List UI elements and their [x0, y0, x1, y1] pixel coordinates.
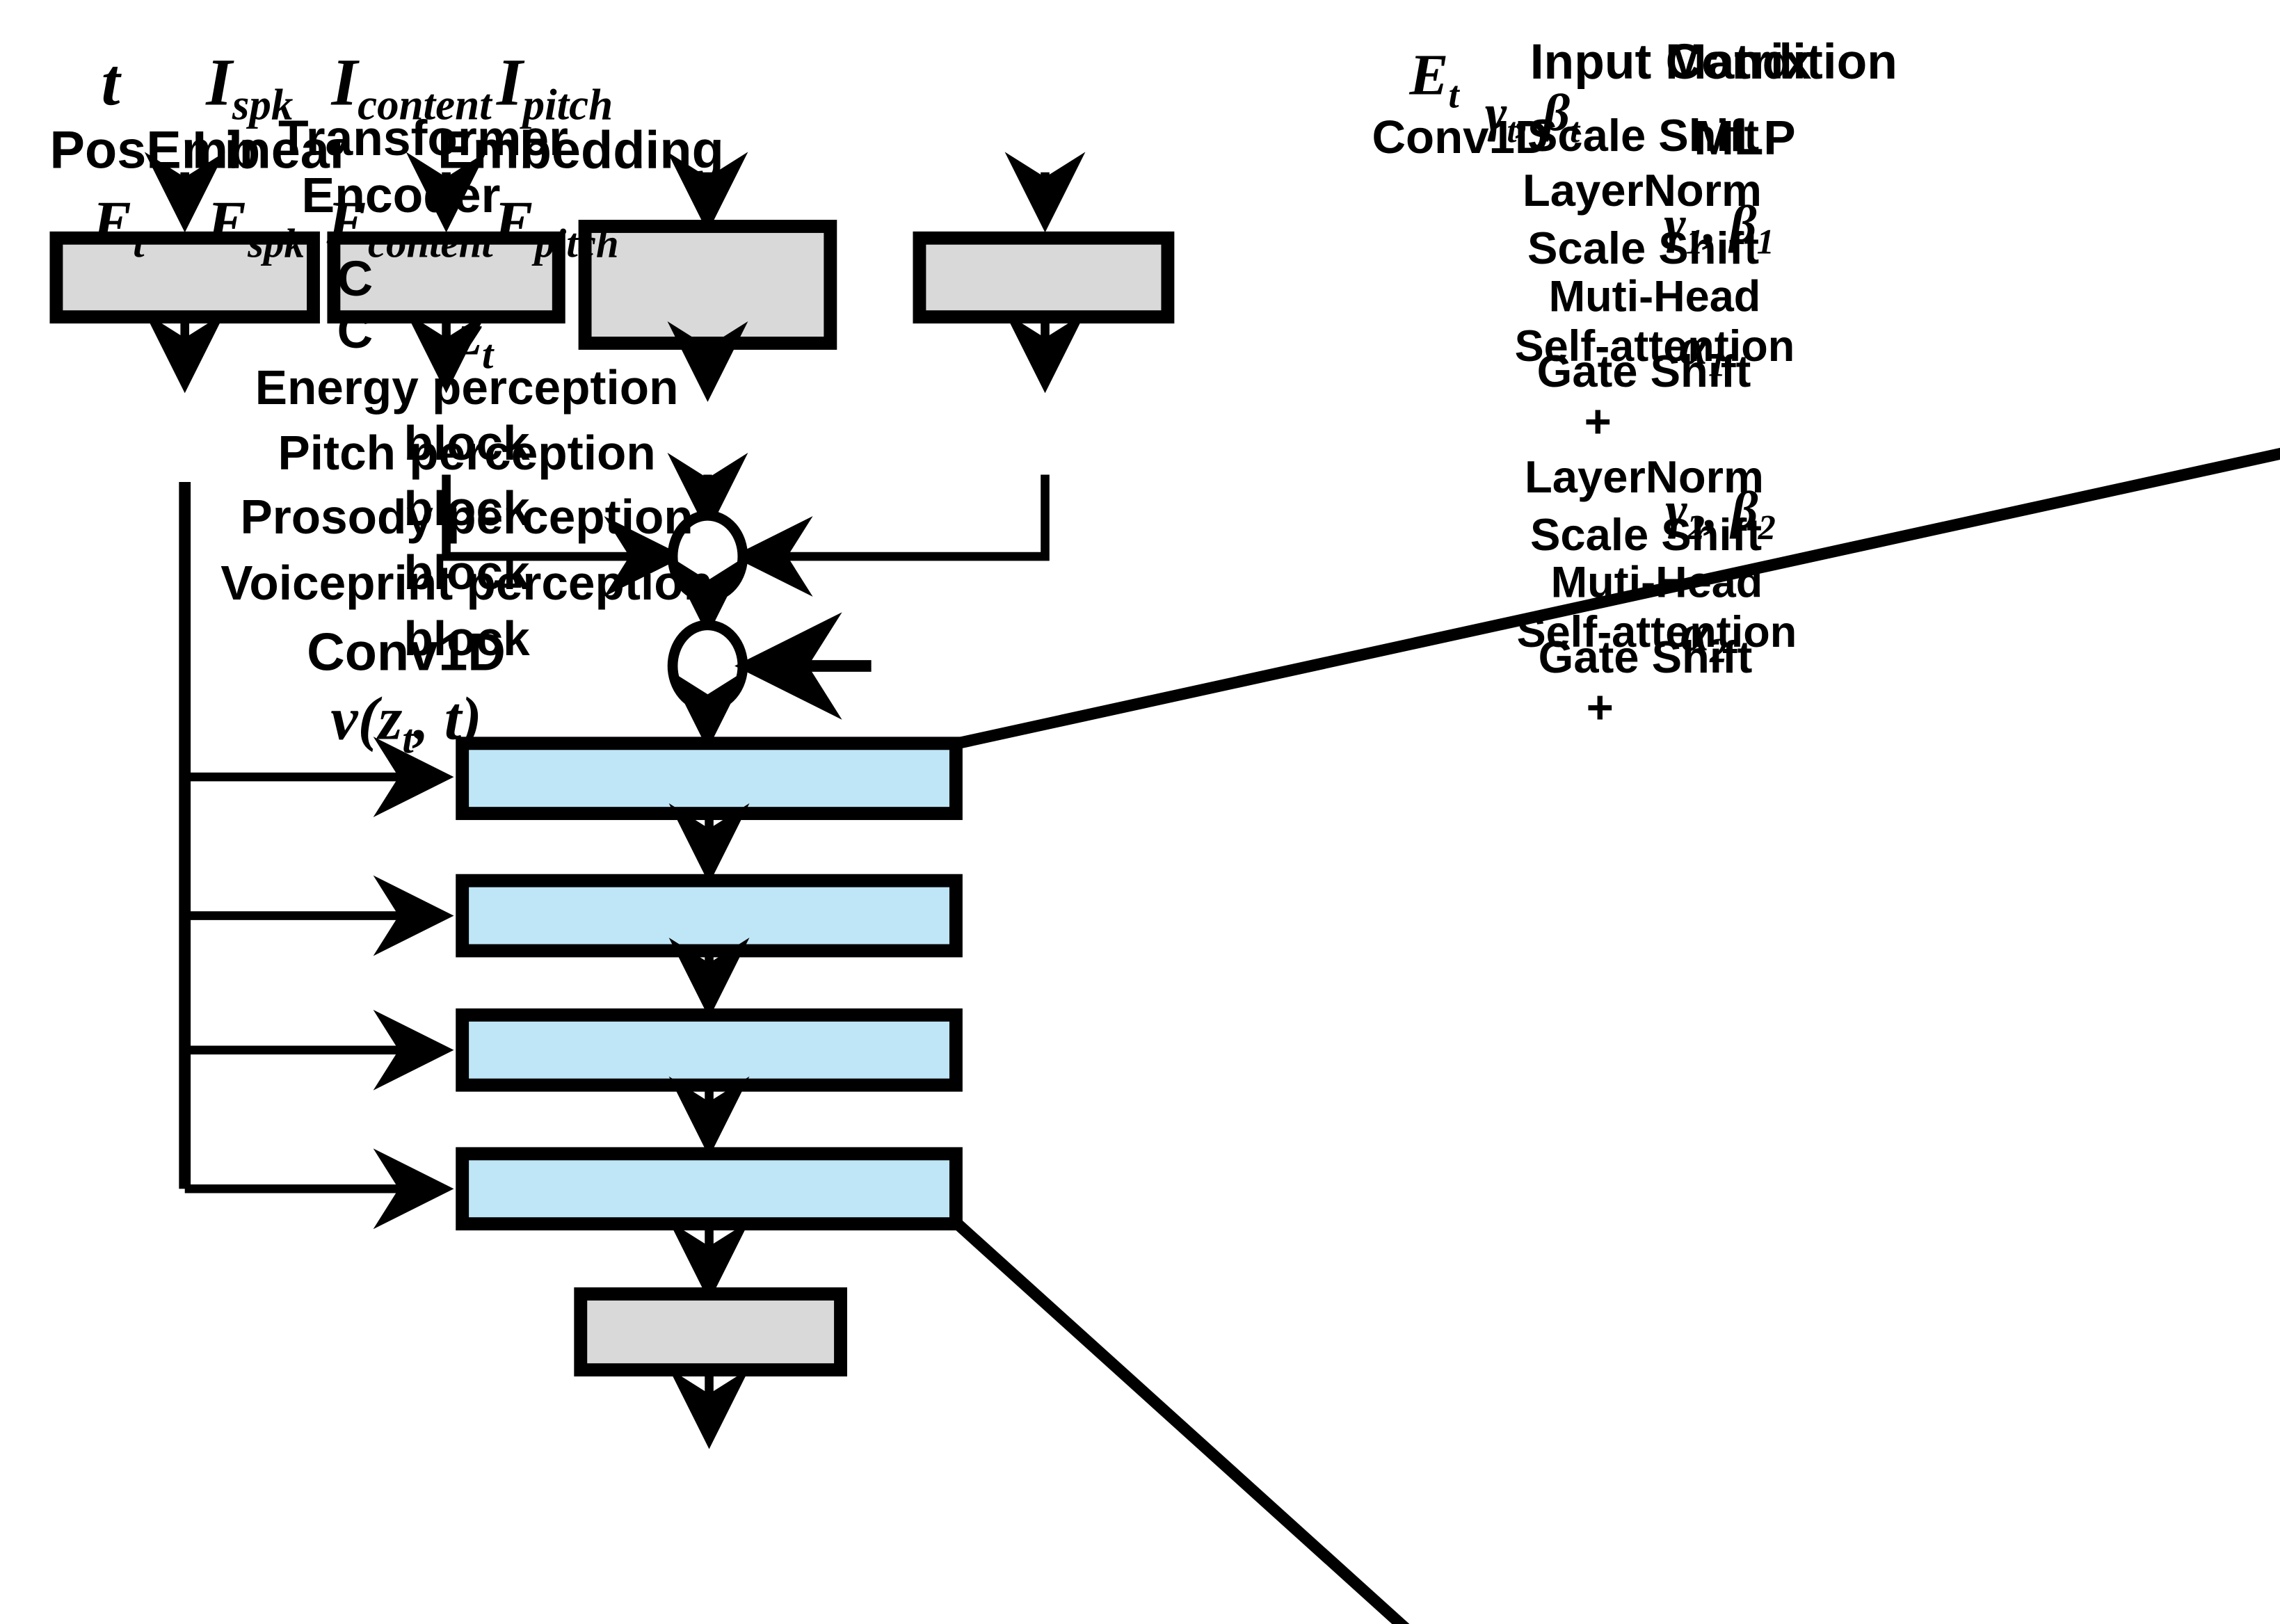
edge-label-gamma-beta-1: γ1, β1: [1664, 195, 1774, 263]
espk-path: [442, 474, 685, 597]
label-gate-shift-1: Gate Shift: [1536, 346, 1751, 397]
embedding-label-epitch: Epitch: [493, 191, 619, 268]
residual-add-2-label: +: [1586, 681, 1614, 734]
label-scale-shift-2: Scale Shift: [1530, 509, 1763, 561]
box-embedding[interactable]: [913, 231, 1175, 324]
label-pitch-perception-block: Pitch perception block: [278, 426, 656, 536]
label-layernorm-1: LayerNorm: [1523, 165, 1762, 216]
embedding-label-espk: Espk: [207, 191, 305, 268]
callout-line-top: [956, 447, 2280, 750]
input-label-i-spk: Ispk: [206, 45, 294, 130]
label-right-conv1d: Conv1D: [1372, 111, 1549, 163]
label-scale-shift-t: Scale Shift: [1527, 110, 1760, 161]
label-energy-perception-block: Energy perception block: [255, 360, 679, 470]
label-posemb: PosEmb: [49, 120, 261, 180]
label-mlp: MLP: [1694, 111, 1796, 165]
box-prosody-perception-block[interactable]: [456, 1008, 963, 1092]
label-condition: Condition: [1665, 35, 1897, 90]
noise-label-zt: zt: [458, 302, 494, 379]
input-label-i-content: Icontent: [331, 45, 492, 130]
label-output-conv1d: Conv1D: [307, 622, 506, 682]
label-gate-shift-2: Gate Shift: [1538, 632, 1753, 683]
label-linear: Linear: [192, 120, 351, 180]
input-label-t: t: [101, 45, 120, 120]
epitch-path: [732, 474, 1050, 597]
concat-node-1-label: C: [337, 252, 374, 307]
edge-label-gamma-beta-t: γt, βt: [1485, 83, 1580, 152]
label-prosody-perception-block: Prosody perception block: [240, 490, 693, 600]
edge-label-alpha-2: α2: [1680, 604, 1728, 672]
box-pitch-perception-block[interactable]: [456, 874, 963, 958]
box-output-conv1d[interactable]: [574, 1287, 847, 1377]
embedding-label-et: Et: [92, 191, 145, 268]
box-posemb[interactable]: [49, 231, 320, 324]
output-label-v: v(zt, t): [330, 686, 482, 764]
label-layernorm-2: LayerNorm: [1525, 451, 1764, 503]
input-label-i-pitch: Ipitch: [496, 45, 613, 130]
label-input-matrix: Input Matrix: [1530, 35, 1812, 90]
label-voiceprint-perception-block: Voiceprint perception block: [220, 556, 713, 666]
right-label-et: Et: [1409, 42, 1459, 117]
encoder-output-arrows: [144, 312, 1086, 402]
concat-node-2-label: C: [337, 304, 374, 360]
residual-add-1-label: +: [1584, 395, 1612, 448]
edge-label-gamma-beta-2: γ2, β2: [1665, 481, 1776, 549]
box-voiceprint-perception-block[interactable]: [456, 1147, 963, 1231]
embedding-label-econtent: Econtent: [327, 191, 493, 268]
label-scale-shift-1: Scale Shift: [1527, 223, 1760, 274]
callout-line-bottom: [953, 1219, 1410, 1624]
edge-label-alpha-1: α1: [1679, 317, 1726, 385]
label-embedding: Embedding: [437, 120, 724, 180]
input-arrows: [144, 152, 1086, 233]
